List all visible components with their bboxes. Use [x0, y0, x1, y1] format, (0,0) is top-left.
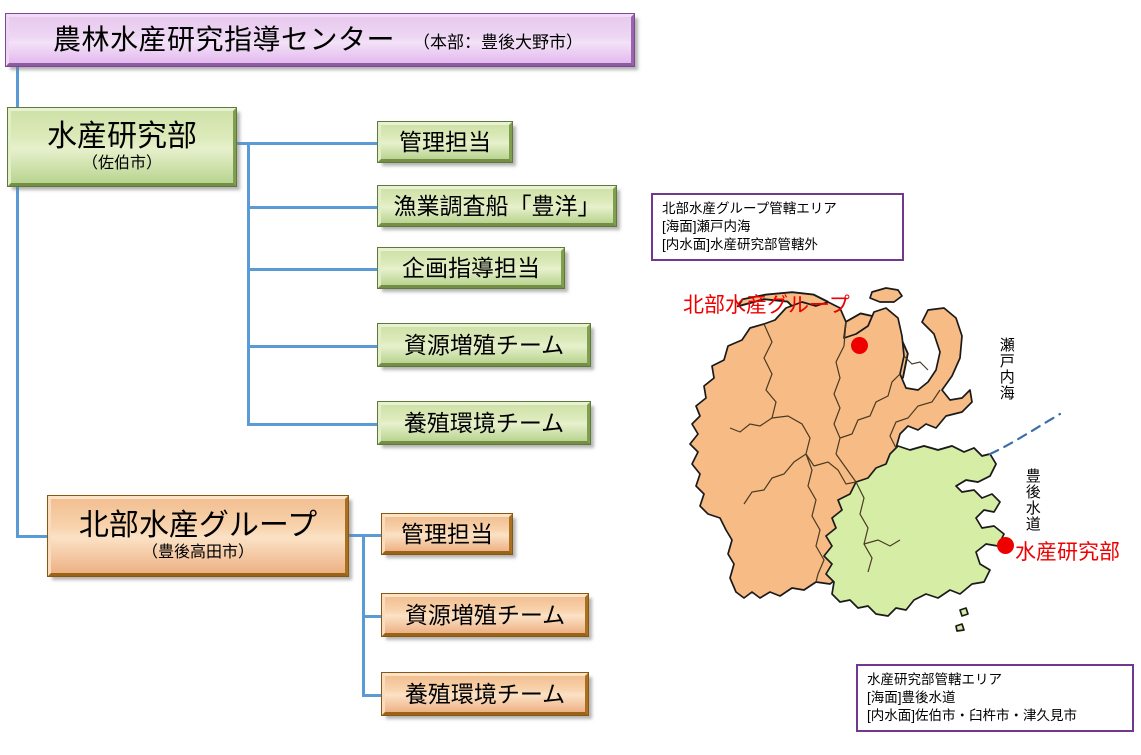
unit-label: 資源増殖チーム [403, 331, 565, 358]
connector-suisan-child-3 [247, 345, 378, 348]
map-islet-1 [959, 607, 969, 617]
connector-hokubu-stub [16, 535, 52, 538]
map-municipal-borders [729, 321, 941, 583]
map-marker-hokubu-dot [851, 337, 868, 354]
connector-suisan-child-1 [247, 206, 378, 209]
unit-box-suisan-2[interactable]: 企画指導担当 [377, 247, 565, 289]
oita-prefecture-map [689, 287, 1062, 632]
legend-line-1: [海面]豊後水道 [867, 689, 956, 705]
legend-title: 水産研究部管轄エリア [867, 672, 1002, 687]
map-marker-suisan-dot [997, 537, 1014, 554]
sea-label-setonaikai: 瀬戸内海 [997, 337, 1015, 401]
connector-hokubu-child-1 [362, 615, 382, 618]
center-title: 農林水産研究指導センター [53, 24, 396, 56]
unit-label: 管理担当 [401, 520, 493, 547]
map-islet-2 [955, 623, 965, 632]
division-location-suisan: （佐伯市） [81, 154, 162, 172]
unit-label: 養殖環境チーム [404, 680, 566, 707]
connector-hokubu-spine [362, 534, 365, 694]
connector-suisan-child-0 [236, 142, 378, 145]
connector-hokubu-child-2 [362, 694, 382, 697]
center-header-box: 農林水産研究指導センター （本部：豊後大野市） [5, 13, 635, 67]
map-south-landmass [823, 445, 1005, 617]
map-marker-suisan-label: 水産研究部 [1015, 541, 1120, 564]
map-island-himeshima [869, 287, 903, 303]
map-dashed-sea-boundary [988, 412, 1062, 456]
legend-suisan-area: 水産研究部管轄エリア [海面]豊後水道 [内水面]佐伯市・臼杵市・津久見市 [856, 664, 1134, 733]
unit-box-hokubu-1[interactable]: 資源増殖チーム [381, 593, 589, 637]
unit-box-suisan-3[interactable]: 資源増殖チーム [377, 323, 591, 367]
connector-header-to-hokubu [16, 186, 19, 537]
legend-line-1: [海面]瀬戸内海 [662, 218, 751, 234]
unit-box-suisan-0[interactable]: 管理担当 [377, 121, 513, 163]
division-box-hokubu[interactable]: 北部水産グループ （豊後高田市） [47, 495, 349, 577]
connector-header-to-suisan [16, 66, 19, 110]
unit-box-hokubu-0[interactable]: 管理担当 [381, 513, 513, 555]
division-box-suisan[interactable]: 水産研究部 （佐伯市） [7, 107, 237, 187]
legend-hokubu-area: 北部水産グループ管轄エリア [海面]瀬戸内海 [内水面]水産研究部管轄外 [651, 193, 904, 262]
unit-box-suisan-1[interactable]: 漁業調査船「豊洋」 [377, 185, 617, 227]
connector-hokubu-child-0 [348, 534, 382, 537]
connector-suisan-spine [247, 142, 250, 423]
center-location: （本部：豊後大野市） [413, 33, 584, 53]
unit-label: 漁業調査船「豊洋」 [393, 192, 601, 219]
division-name-hokubu: 北部水産グループ [78, 509, 318, 543]
connector-suisan-child-4 [247, 423, 378, 426]
division-name-suisan: 水産研究部 [47, 120, 197, 154]
division-location-hokubu: （豊後高田市） [141, 543, 254, 561]
map-marker-hokubu-label: 北部水産グループ [683, 294, 850, 317]
unit-box-suisan-4[interactable]: 養殖環境チーム [377, 401, 591, 445]
unit-label: 企画指導担当 [402, 254, 540, 281]
connector-suisan-child-2 [247, 268, 378, 271]
unit-label: 資源増殖チーム [404, 601, 566, 628]
unit-label: 管理担当 [399, 128, 491, 155]
unit-box-hokubu-2[interactable]: 養殖環境チーム [381, 672, 589, 716]
sea-label-bungosuido: 豊後水道 [1023, 468, 1041, 532]
legend-title: 北部水産グループ管轄エリア [662, 201, 837, 216]
legend-line-2: [内水面]佐伯市・臼杵市・津久見市 [867, 707, 1078, 723]
unit-label: 養殖環境チーム [403, 409, 565, 436]
legend-line-2: [内水面]水産研究部管轄外 [662, 236, 819, 252]
